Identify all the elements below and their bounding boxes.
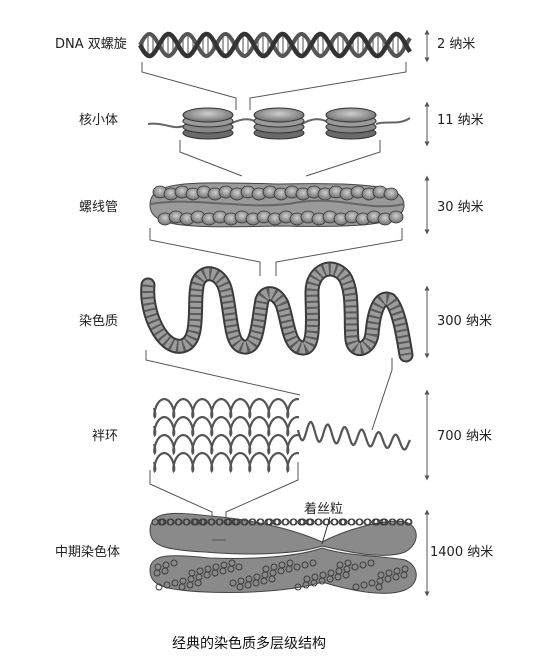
connector-nucleosome-right [305, 140, 381, 177]
label-metaphase-chromosome: 中期染色体 [55, 544, 120, 560]
connector-dna-left [141, 62, 237, 110]
connector-chromatin-right [371, 358, 393, 431]
label-chromatin: 染色质 [79, 313, 118, 329]
label-nucleosome: 核小体 [79, 113, 118, 128]
size-dna: 2 纳米 [437, 37, 475, 52]
size-metaphase: 1400 纳米 [430, 545, 493, 560]
connector-chromatin-left [145, 350, 301, 396]
nucleosome-2 [253, 107, 305, 140]
size-nucleosome: 11 纳米 [437, 113, 484, 128]
chromatin-fiber [140, 261, 414, 363]
chromatid-bottom [149, 547, 417, 594]
figure-caption: 经典的染色质多层级结构 [172, 635, 326, 652]
zoom-connectors [141, 62, 407, 540]
linker-dna [147, 117, 411, 129]
solenoid-fiber [149, 182, 405, 228]
label-solenoid: 螺线管 [79, 200, 118, 215]
size-solenoid: 30 纳米 [437, 200, 484, 215]
connector-solenoid-left [149, 228, 261, 276]
connector-dna-right [249, 62, 407, 110]
label-dna: DNA 双螺旋 [55, 37, 127, 52]
nucleosome-3 [325, 107, 377, 140]
size-chromatin: 300 纳米 [437, 314, 492, 329]
chromosome-texture [151, 518, 413, 591]
centromere-label: 着丝粒 [304, 501, 343, 517]
connector-nucleosome-left [179, 140, 243, 177]
centromere-pointer [321, 516, 331, 545]
metaphase-chromosome [149, 512, 417, 594]
size-loop: 700 纳米 [437, 429, 492, 444]
looped-domains [152, 397, 412, 473]
dna-double-helix [138, 31, 412, 59]
label-loop: 袢环 [92, 429, 118, 444]
connector-solenoid-right [275, 228, 403, 276]
nucleosome-1 [182, 107, 234, 140]
